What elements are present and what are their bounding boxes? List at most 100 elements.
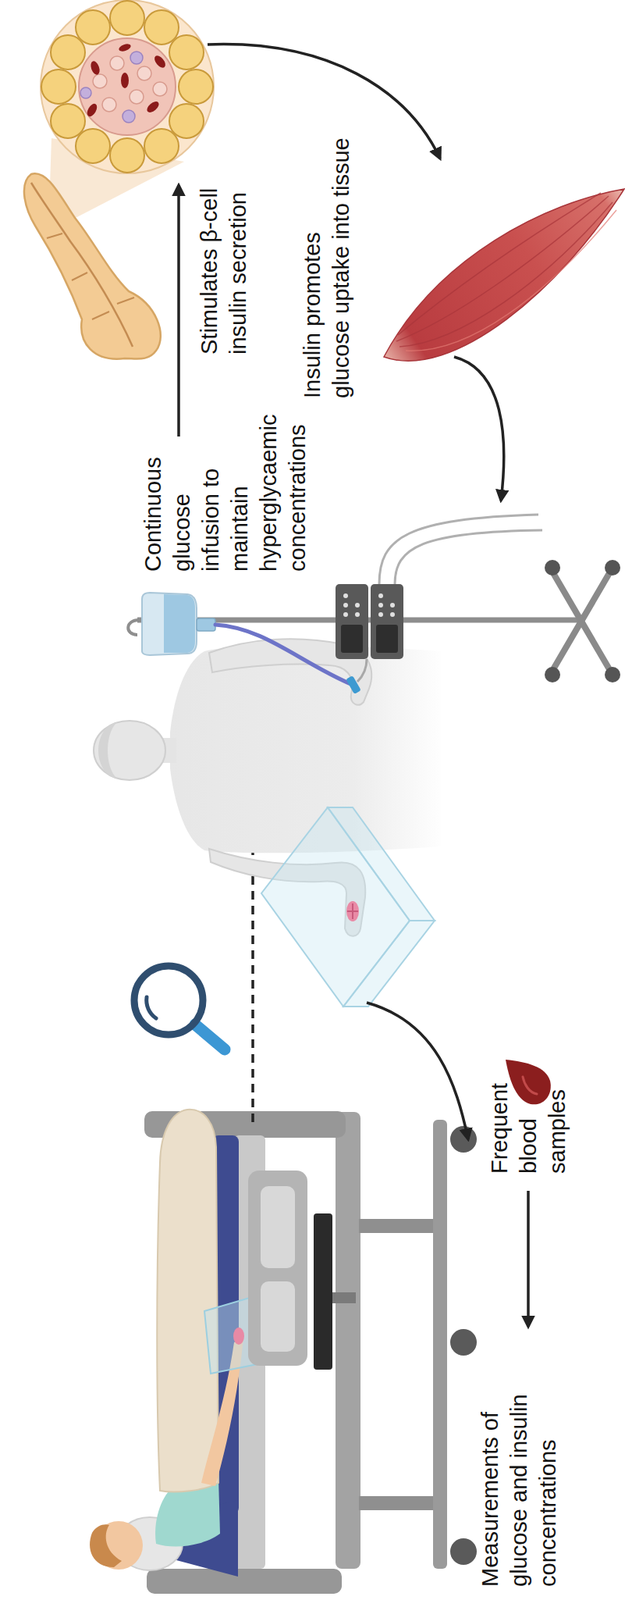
blood-drop	[505, 1058, 551, 1104]
iv-drip-stand	[390, 611, 395, 617]
iv-drip-stand	[378, 602, 384, 608]
iv-drip-stand	[370, 583, 404, 659]
hospital-bed	[450, 1537, 477, 1564]
hand-warming-box	[261, 806, 435, 1006]
iv-drip-stand	[355, 611, 360, 617]
annotation-text: Insulin promotes glucose uptake into tis…	[298, 134, 356, 398]
islet-closeup	[88, 60, 102, 76]
iv-drip-stand	[604, 666, 621, 682]
bed-patient	[260, 1185, 295, 1268]
process-arrows	[177, 184, 181, 437]
islet-closeup	[117, 42, 132, 54]
iv-drip-stand	[379, 514, 539, 584]
iv-drip-stand	[163, 593, 196, 653]
bed-patient	[89, 1523, 122, 1567]
bed-patient	[248, 1169, 308, 1365]
annotation-text: Continuous glucose infusion to maintain …	[138, 411, 313, 572]
iv-drip-stand	[142, 592, 197, 655]
muscle-tissue	[383, 188, 625, 361]
iv-drip-stand	[340, 624, 363, 653]
magnifier-icon	[195, 1023, 225, 1049]
iv-drip-stand	[394, 529, 543, 584]
islet-closeup	[102, 97, 117, 112]
iv-drip-stand	[544, 666, 561, 682]
magnifier-icon	[134, 965, 203, 1034]
hand-warming-box	[327, 806, 435, 920]
hospital-bed	[450, 1125, 477, 1152]
hand-warming-box	[343, 919, 435, 1006]
muscle-tissue	[396, 195, 609, 341]
iv-drip-stand	[378, 593, 384, 598]
annotation-text: Frequent blood samples	[485, 1069, 572, 1173]
islet-closeup	[85, 102, 100, 119]
islet-closeup	[78, 38, 176, 135]
islet-closeup	[80, 87, 92, 99]
annotation-text: Stimulates β-cell insulin secretion	[195, 166, 253, 355]
iv-drip-stand	[604, 559, 621, 576]
pancreas-organ	[31, 182, 133, 347]
islet-closeup	[169, 103, 204, 139]
islet-closeup	[152, 81, 167, 96]
magnifier-icon	[146, 996, 157, 1018]
islet-closeup	[40, 0, 214, 174]
hospital-bed	[433, 1118, 448, 1568]
process-arrows	[454, 356, 505, 501]
islet-closeup	[50, 103, 86, 139]
iv-drip-stand	[550, 567, 613, 675]
iv-drip-stand	[376, 624, 398, 653]
process-arrows	[207, 44, 441, 159]
iv-drip-stand	[343, 602, 349, 608]
process-arrows	[178, 44, 529, 1326]
hand-warming-box	[347, 902, 359, 919]
iv-drip-stand	[215, 624, 353, 685]
islet-closeup	[145, 99, 161, 114]
process-arrows	[526, 1189, 530, 1326]
blood-drop	[522, 1075, 537, 1094]
islet-closeup	[92, 74, 107, 89]
iv-drip-stand	[196, 617, 216, 631]
islet-closeup	[41, 69, 76, 104]
islet-closeup	[110, 138, 145, 173]
pancreas-organ	[46, 233, 135, 320]
islet-closeup	[75, 128, 111, 164]
annotation-text: Measurements of glucose and insulin conc…	[475, 1381, 563, 1586]
islet-closeup	[144, 128, 179, 164]
islet-closeup	[152, 53, 167, 70]
bed-patient	[260, 1280, 295, 1351]
iv-drip-stand	[390, 602, 395, 608]
islet-closeup	[137, 66, 152, 81]
muscle-tissue	[405, 209, 617, 351]
iv-drip-stand	[335, 583, 369, 659]
hospital-bed	[358, 1495, 445, 1510]
iv-drip-stand	[550, 567, 613, 675]
islet-closeup	[122, 110, 135, 123]
muscle-tissue	[383, 188, 625, 361]
process-arrows	[366, 1001, 469, 1139]
bed-patient	[332, 1291, 356, 1303]
pancreas-organ	[24, 173, 161, 359]
hospital-bed	[335, 1111, 361, 1568]
iv-drip-stand	[343, 593, 349, 598]
participant-figure	[98, 721, 118, 778]
muscle-tissue	[397, 192, 601, 335]
zoom-arrow	[251, 832, 255, 1122]
islet-closeup	[110, 0, 145, 36]
zoom-arrow	[252, 832, 254, 1122]
pancreas-organ	[24, 138, 185, 359]
islet-closeup	[129, 89, 144, 104]
islet-closeup	[110, 56, 125, 71]
magnifier-icon	[134, 965, 225, 1049]
islet-closeup	[40, 0, 214, 174]
iv-drip-stand	[345, 674, 362, 694]
blood-drop	[505, 1058, 551, 1104]
iv-drip-stand	[343, 611, 349, 617]
wrap-spacer	[298, 134, 322, 166]
bed-patient	[313, 1212, 333, 1369]
participant-figure	[93, 720, 166, 780]
iv-drip-stand	[544, 559, 561, 576]
islet-closeup	[75, 10, 111, 45]
islet-closeup	[169, 35, 204, 70]
bed-patient	[233, 1326, 245, 1344]
bed-patient	[89, 1108, 356, 1569]
